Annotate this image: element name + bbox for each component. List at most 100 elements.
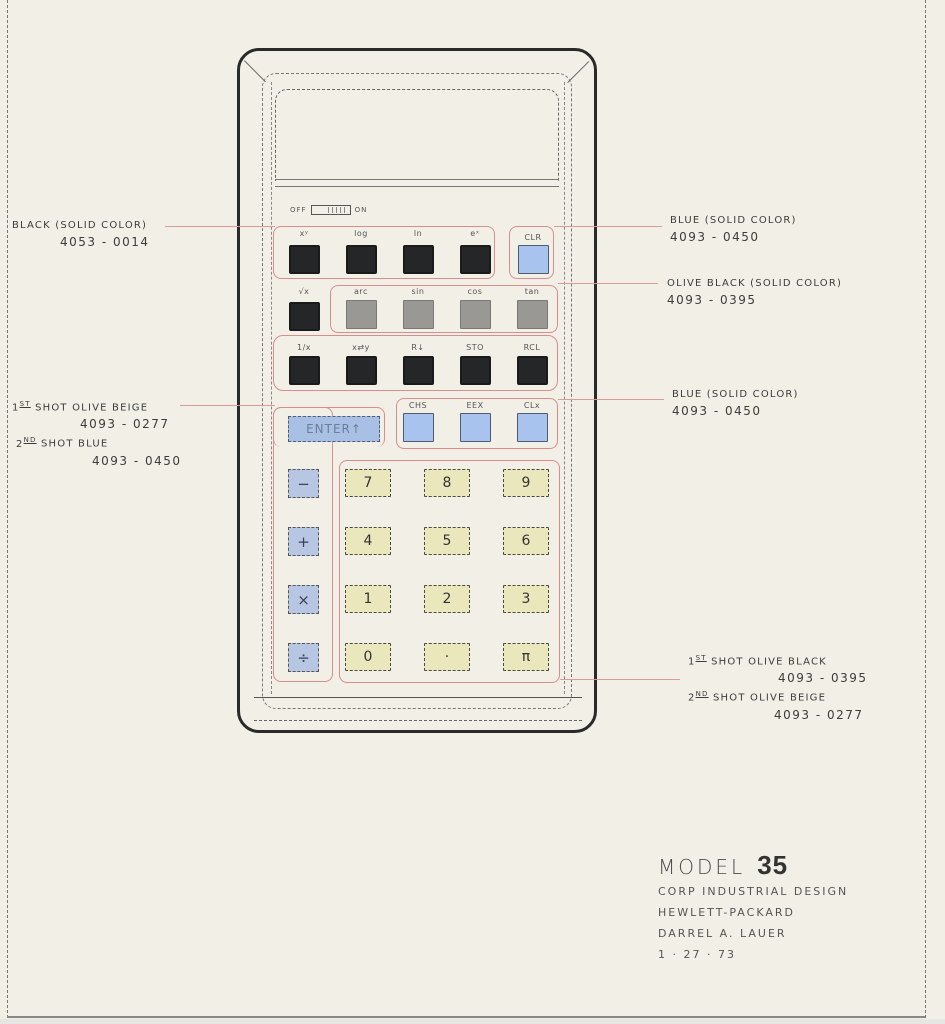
note-digit-first-code: 4093 - 0395 — [778, 671, 868, 686]
note-enter-second-ord: 2 — [16, 438, 24, 450]
key-multiply-label: × — [297, 590, 310, 609]
calculator-body — [237, 48, 597, 733]
key-4[interactable]: 4 — [345, 527, 391, 555]
key-8[interactable]: 8 — [424, 469, 470, 497]
sheet-bottom-strip — [0, 1019, 945, 1024]
title-model-number: 35 — [757, 850, 789, 880]
note-chs-text: BLUE (SOLID COLOR) — [672, 389, 799, 400]
key-label-cos: cos — [467, 287, 483, 296]
credit-line-2: HEWLETT-PACKARD — [658, 906, 795, 919]
note-trig-code: 4093 - 0395 — [667, 293, 757, 307]
note-digit-first-sup: ST — [695, 654, 707, 662]
group-black-row3 — [273, 335, 558, 391]
note-enter-second-text: SHOT BLUE — [40, 438, 109, 450]
note-enter-first-text: SHOT OLIVE BEIGE — [35, 402, 149, 414]
key-minus-label: − — [297, 474, 310, 493]
note-enter-ops: 1ST SHOT OLIVE BEIGE 4093 - 0277 2ND SHO… — [12, 396, 182, 469]
key-1-label: 1 — [363, 591, 373, 607]
key-1[interactable]: 1 — [345, 585, 391, 613]
key-label-rcl: RCL — [523, 343, 541, 352]
key-tan[interactable] — [517, 300, 548, 329]
key-plus[interactable]: + — [288, 527, 319, 556]
leader-olive — [558, 283, 658, 284]
key-minus[interactable]: − — [288, 469, 319, 498]
key-label-ex: eˣ — [470, 229, 480, 238]
key-6[interactable]: 6 — [503, 527, 549, 555]
key-label-sto: STO — [466, 343, 484, 352]
key-label-clr: CLR — [524, 233, 542, 242]
key-3-label: 3 — [521, 591, 531, 607]
leader-chs — [558, 399, 664, 400]
key-9[interactable]: 9 — [503, 469, 549, 497]
note-chs-keys: BLUE (SOLID COLOR) 4093 - 0450 — [672, 387, 799, 419]
key-label-clx: CLx — [523, 401, 541, 410]
key-roll-down[interactable] — [403, 356, 434, 385]
key-chs[interactable] — [403, 413, 434, 442]
calculator-inner-bezel — [262, 73, 572, 709]
key-label-eex: EEX — [466, 401, 484, 410]
key-label-arc: arc — [354, 287, 368, 296]
key-label-roll: R↓ — [411, 343, 425, 352]
key-xy[interactable] — [289, 245, 320, 274]
key-clx[interactable] — [517, 413, 548, 442]
key-label-xy: xʸ — [299, 229, 309, 238]
key-cos[interactable] — [460, 300, 491, 329]
key-7[interactable]: 7 — [345, 469, 391, 497]
power-switch[interactable]: OFF ON — [290, 205, 367, 215]
key-sto[interactable] — [460, 356, 491, 385]
key-ex[interactable] — [460, 245, 491, 274]
key-eex[interactable] — [460, 413, 491, 442]
key-ln[interactable] — [403, 245, 434, 274]
leader-clr — [554, 226, 662, 227]
key-divide-label: ÷ — [297, 648, 310, 667]
key-5[interactable]: 5 — [424, 527, 470, 555]
key-arc[interactable] — [346, 300, 377, 329]
key-7-label: 7 — [363, 475, 373, 491]
key-rcl[interactable] — [517, 356, 548, 385]
switch-on-label: ON — [354, 206, 368, 214]
key-divide[interactable]: ÷ — [288, 643, 319, 672]
sheet-border-bottom — [7, 1016, 925, 1019]
key-pi[interactable]: π — [503, 643, 549, 671]
leader-enter — [180, 405, 275, 406]
switch-knob — [327, 207, 348, 213]
group-black-row1 — [273, 226, 495, 279]
display-line — [275, 179, 559, 180]
key-3[interactable]: 3 — [503, 585, 549, 613]
note-digit-second-ord: 2 — [688, 692, 696, 704]
switch-slider[interactable] — [310, 205, 351, 215]
key-9-label: 9 — [521, 475, 531, 491]
group-digits — [339, 460, 560, 683]
key-multiply[interactable]: × — [288, 585, 319, 614]
key-log[interactable] — [346, 245, 377, 274]
key-sqrt[interactable] — [289, 302, 320, 331]
key-decimal[interactable]: · — [424, 643, 470, 671]
calculator-keyboard-frame — [271, 82, 565, 694]
note-black-text: BLACK (SOLID COLOR) — [12, 220, 148, 231]
note-enter-first-code: 4093 - 0277 — [80, 417, 170, 432]
key-enter[interactable]: ENTER↑ — [288, 416, 380, 442]
key-label-sqrt: √x — [298, 287, 310, 296]
key-label-chs: CHS — [408, 401, 428, 410]
key-label-swap: x⇄y — [352, 343, 370, 352]
key-reciprocal[interactable] — [289, 356, 320, 385]
key-sin[interactable] — [403, 300, 434, 329]
group-clr — [509, 226, 554, 279]
key-label-recip: 1/x — [296, 343, 312, 352]
key-label-sin: sin — [411, 287, 425, 296]
note-clr-code: 4093 - 0450 — [670, 230, 760, 244]
key-label-log: log — [354, 229, 368, 238]
note-chs-code: 4093 - 0450 — [672, 404, 762, 418]
key-clr[interactable] — [518, 245, 549, 274]
key-2[interactable]: 2 — [424, 585, 470, 613]
group-olive-row — [330, 285, 558, 333]
note-clr-key: BLUE (SOLID COLOR) 4093 - 0450 — [670, 213, 797, 245]
note-digit-first-text: SHOT OLIVE BLACK — [711, 656, 827, 668]
display-line — [275, 186, 559, 187]
note-black-code: 4053 - 0014 — [60, 235, 150, 249]
key-0[interactable]: 0 — [345, 643, 391, 671]
key-8-label: 8 — [442, 475, 452, 491]
key-swap-xy[interactable] — [346, 356, 377, 385]
note-digit-keys: 1ST SHOT OLIVE BLACK 4093 - 0395 2ND SHO… — [688, 650, 868, 723]
